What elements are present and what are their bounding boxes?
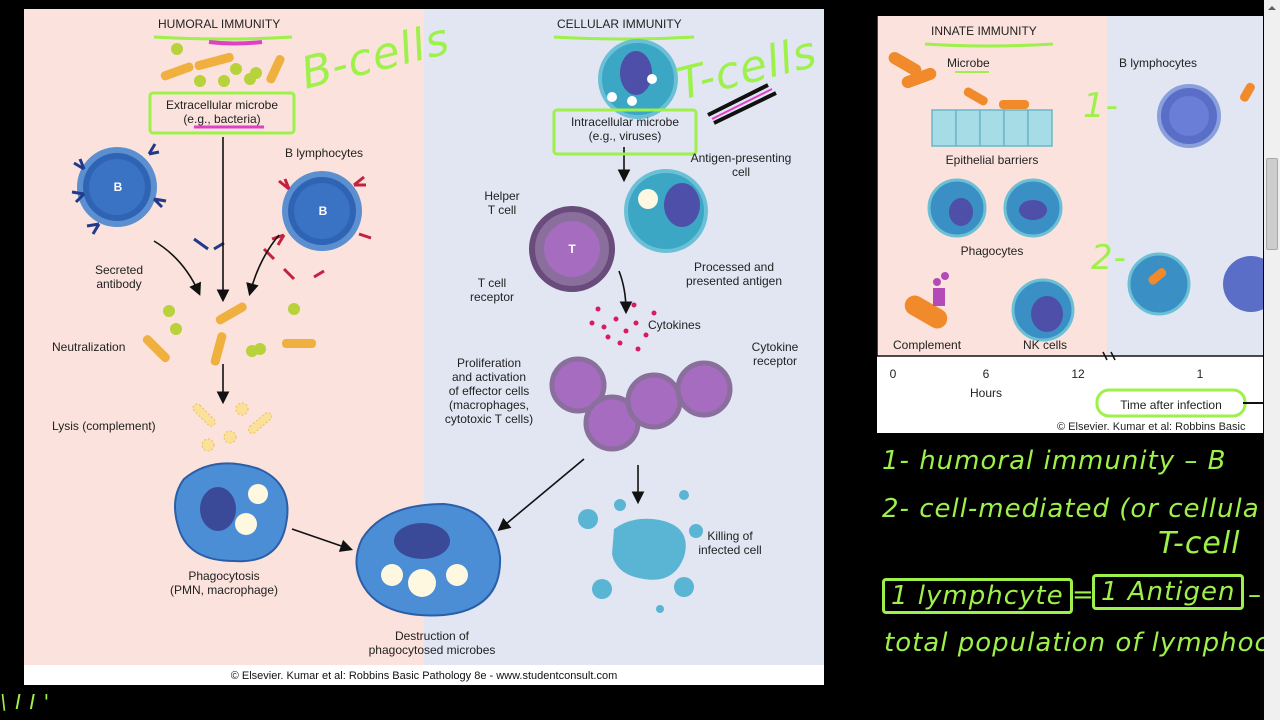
nk-cells-label: NK cells — [1023, 338, 1068, 352]
extracellular-microbe-label: Extracellular microbe (e.g., bacteria) — [165, 98, 279, 126]
bottom-left-marks: \ I I ' — [0, 690, 51, 714]
microbe-label: Microbe — [947, 56, 990, 70]
t-cell-receptor-label: T cell receptor — [469, 276, 515, 304]
bacteria-cluster — [160, 43, 285, 87]
complement-label: Complement — [893, 338, 962, 352]
axis-tick: 1 — [1196, 367, 1204, 381]
innate-header: INNATE IMMUNITY — [931, 24, 1037, 38]
b-cell-letter: B — [113, 180, 123, 194]
epithelial-label: Epithelial barriers — [945, 153, 1039, 167]
note-equals: = — [1072, 580, 1095, 610]
cytokine-receptor-label: Cytokine receptor — [751, 340, 799, 368]
proliferation-label: Proliferation and activation of effector… — [444, 356, 534, 426]
phagocytosis-label: Phagocytosis (PMN, macrophage) — [169, 569, 279, 597]
b-lymphocytes-label-right: B lymphocytes — [1119, 56, 1198, 70]
processed-antigen-label: Processed and presented antigen — [685, 260, 783, 288]
antigen-presenting-cell — [624, 169, 708, 253]
destruction-label: Destruction of phagocytosed microbes — [368, 629, 496, 657]
note-line-3: T-cell — [1158, 526, 1241, 561]
note-line-5: total population of lymphoc — [884, 628, 1270, 658]
killing-label: Killing of infected cell — [698, 529, 762, 557]
neutralization-label: Neutralization — [52, 340, 126, 354]
humoral-header: HUMORAL IMMUNITY — [158, 17, 281, 31]
scroll-up-arrow-icon[interactable] — [1264, 0, 1280, 16]
main-illustration — [71, 35, 777, 617]
note-box-antigen: 1 Antigen — [1092, 574, 1245, 610]
secreted-antibody-label: Secreted antibody — [94, 263, 144, 291]
b-cell-left — [77, 147, 157, 227]
innate-illustration — [877, 16, 1263, 418]
cellular-header: CELLULAR IMMUNITY — [557, 17, 682, 31]
apc-label: Antigen-presenting cell — [690, 151, 792, 179]
hours-label: Hours — [969, 386, 1002, 400]
main-figure: HUMORAL IMMUNITY CELLULAR IMMUNITY Extra… — [24, 9, 824, 685]
lysis-label: Lysis (complement) — [52, 419, 156, 433]
note-box-lymphocyte: 1 lymphcyte — [882, 578, 1073, 614]
t-cell-letter: T — [568, 242, 576, 256]
axis-tick: 6 — [982, 367, 990, 381]
neutralization-complexes — [142, 302, 316, 366]
b-lymphocytes-label: B lymphocytes — [284, 146, 364, 160]
killed-cell-fragments — [578, 490, 703, 613]
helper-t-cell — [529, 206, 615, 292]
note-line-2: 2- cell-mediated (or cellula — [882, 494, 1260, 524]
scrollbar-thumb[interactable] — [1266, 158, 1278, 250]
figure-credit: © Elsevier. Kumar et al: Robbins Basic P… — [230, 670, 618, 682]
b-cell-right — [282, 171, 362, 251]
cytokines-label: Cytokines — [648, 318, 701, 332]
innate-adaptive-figure: INNATE IMMUNITY Microbe B lymphocytes Ep… — [877, 16, 1263, 433]
annotation-1: 1- — [1083, 86, 1119, 126]
axis-tick: 12 — [1071, 367, 1085, 381]
axis-tick: 0 — [889, 367, 897, 381]
time-after-infection-label: Time after infection — [1120, 398, 1222, 412]
helper-t-cell-label: Helper T cell — [484, 189, 520, 217]
phagocytes-label: Phagocytes — [960, 244, 1024, 258]
right-figure-credit: © Elsevier. Kumar et al: Robbins Basic — [1057, 421, 1246, 433]
phagocyte — [174, 462, 289, 563]
b-cell-letter: B — [318, 204, 328, 218]
note-dash: – — [1248, 580, 1262, 610]
vertical-scrollbar[interactable] — [1264, 0, 1280, 720]
note-line-1: 1- humoral immunity – B — [882, 446, 1227, 476]
annotation-2: 2- — [1091, 238, 1127, 278]
effector-cells — [549, 356, 733, 452]
infected-cell — [598, 39, 678, 119]
intracellular-microbe-label: Intracellular microbe (e.g., viruses) — [570, 115, 680, 143]
macrophage-destruction — [355, 502, 502, 617]
